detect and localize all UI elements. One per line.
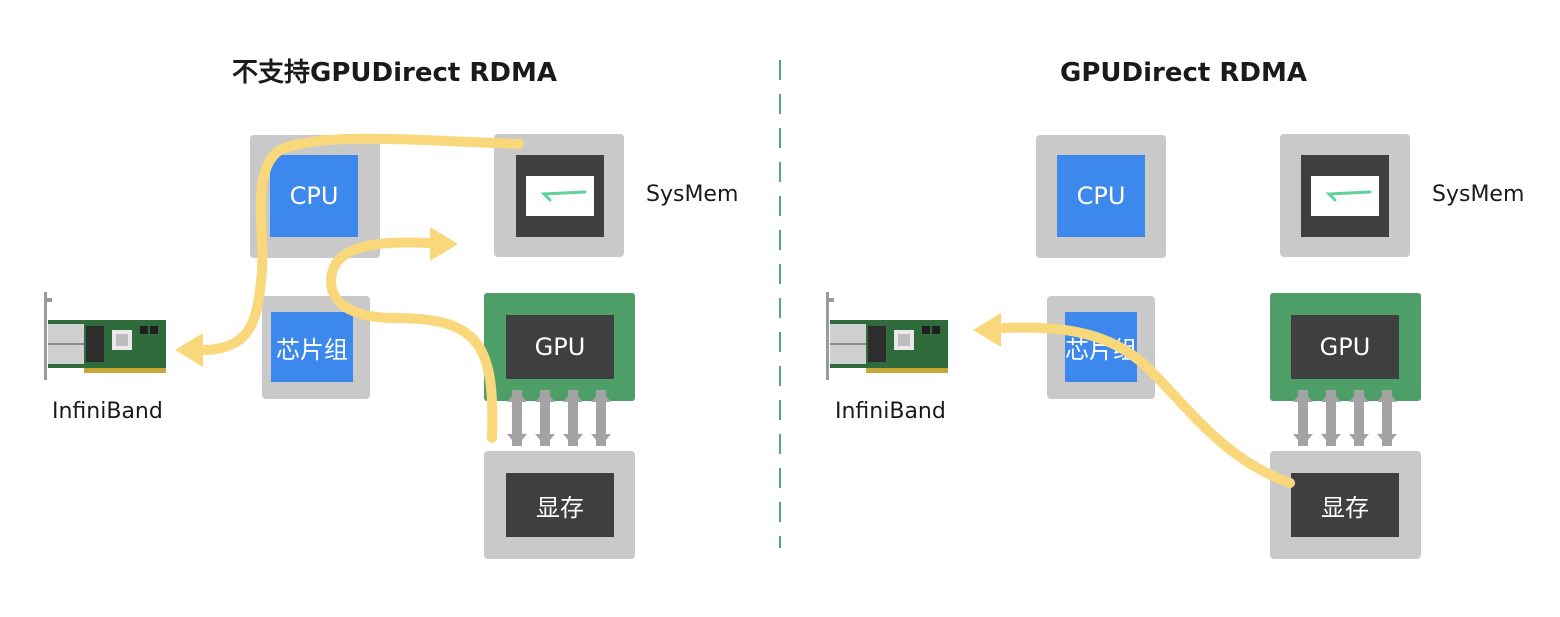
sysmem-label: SysMem — [1432, 182, 1525, 207]
path-vram-to-sysmem — [326, 237, 498, 443]
vram-label: 显存 — [536, 493, 584, 522]
cpu-frame-right: CPU — [1036, 135, 1166, 258]
cpu-block-left: CPU — [270, 155, 358, 237]
vram-frame-left: 显存 — [484, 451, 635, 559]
arrowhead-to-infiniband-left — [175, 333, 203, 367]
title-gpudirect: GPUDirect RDMA — [1060, 58, 1307, 88]
gpu-board-right: GPU — [1270, 293, 1421, 401]
arrowhead-to-infiniband-right — [973, 313, 1001, 347]
sysmem-label: SysMem — [646, 182, 739, 207]
memory-module-icon — [1311, 176, 1379, 216]
infiniband-label: InfiniBand — [52, 399, 163, 424]
arrowhead-to-sysmem — [430, 227, 458, 261]
vram-label: 显存 — [1321, 493, 1369, 522]
sysmem-chip-right — [1301, 155, 1389, 237]
gpu-chip-left: GPU — [506, 315, 614, 379]
gpu-board-left: GPU — [484, 293, 635, 401]
cpu-label: CPU — [289, 182, 339, 210]
title-without-gpudirect: 不支持GPUDirect RDMA — [232, 58, 557, 88]
sysmem-frame-left — [494, 134, 624, 257]
infiniband-card-left — [43, 291, 167, 381]
sysmem-frame-right — [1280, 134, 1410, 257]
infiniband-label: InfiniBand — [835, 399, 946, 424]
chipset-label: 芯片组 — [276, 335, 348, 364]
infiniband-card-right — [825, 291, 949, 381]
chipset-block-right: 芯片组 — [1065, 312, 1137, 382]
path-vram-to-infiniband — [998, 322, 1295, 488]
vram-chip-right: 显存 — [1291, 473, 1399, 537]
gpu-vram-bus-left — [507, 390, 611, 446]
chipset-frame-right: 芯片组 — [1047, 296, 1155, 399]
cpu-label: CPU — [1076, 182, 1126, 210]
vram-frame-right: 显存 — [1270, 451, 1421, 559]
gpu-vram-bus-right — [1293, 390, 1397, 446]
chipset-block-left: 芯片组 — [271, 312, 353, 382]
gpu-label: GPU — [1319, 333, 1371, 361]
sysmem-chip-left — [516, 155, 604, 237]
gpu-label: GPU — [534, 333, 586, 361]
gpu-chip-right: GPU — [1291, 315, 1399, 379]
vram-chip-left: 显存 — [506, 473, 614, 537]
memory-module-icon — [526, 176, 594, 216]
path-sysmem-to-infiniband — [200, 133, 524, 355]
cpu-block-right: CPU — [1057, 155, 1145, 237]
